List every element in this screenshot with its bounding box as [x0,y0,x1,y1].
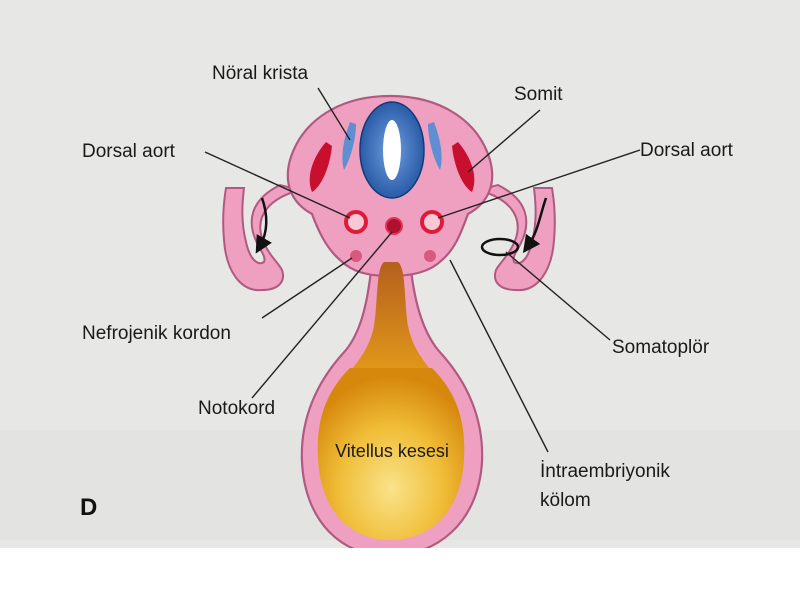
neural-crest-right [428,122,442,170]
label-noral-krista: Nöral krista [212,63,309,84]
somite-left [309,142,332,192]
neural-canal [383,120,401,180]
leader-notokord [251,231,393,399]
leader-nefrojenik-kordon [261,257,353,319]
leader-dorsal-aort-left [204,151,351,219]
nephrogenic-cord-right [424,250,436,262]
label-vitellus-kesesi: Vitellus kesesi [335,441,449,461]
leader-somatoplor [505,251,611,341]
dorsal-aorta-right [420,210,444,234]
label-somatoplor: Somatoplör [612,337,710,358]
notochord [385,217,403,235]
vitellus-kesesi-yolk [317,368,465,540]
dorsal-aorta-left [344,210,368,234]
label-intraembriyonik-line2: kölom [540,490,591,511]
gut-tube [346,262,436,376]
leader-noral-krista [317,87,351,141]
leader-somit [467,109,541,173]
neural-crest-left [342,122,356,170]
somatopleure-ring-marker [480,237,520,257]
label-nefrojenik-kordon: Nefrojenik kordon [82,323,231,344]
label-notokord: Notokord [198,398,275,419]
somite-right [452,142,475,192]
leader-intraembriyonik-kolom [449,259,549,453]
left-body-fold [222,183,304,292]
leader-dorsal-aort-right [437,149,641,219]
fold-arrow-right [522,197,548,254]
label-dorsal-aort-left: Dorsal aort [82,141,176,162]
label-somit: Somit [514,84,563,105]
label-intraembriyonik-line1: İntraembriyonik [540,461,670,482]
fold-arrow-left [255,197,272,254]
label-dorsal-aort-right: Dorsal aort [640,140,734,161]
nephrogenic-cord-left [350,250,362,262]
panel-letter: D [80,494,97,521]
